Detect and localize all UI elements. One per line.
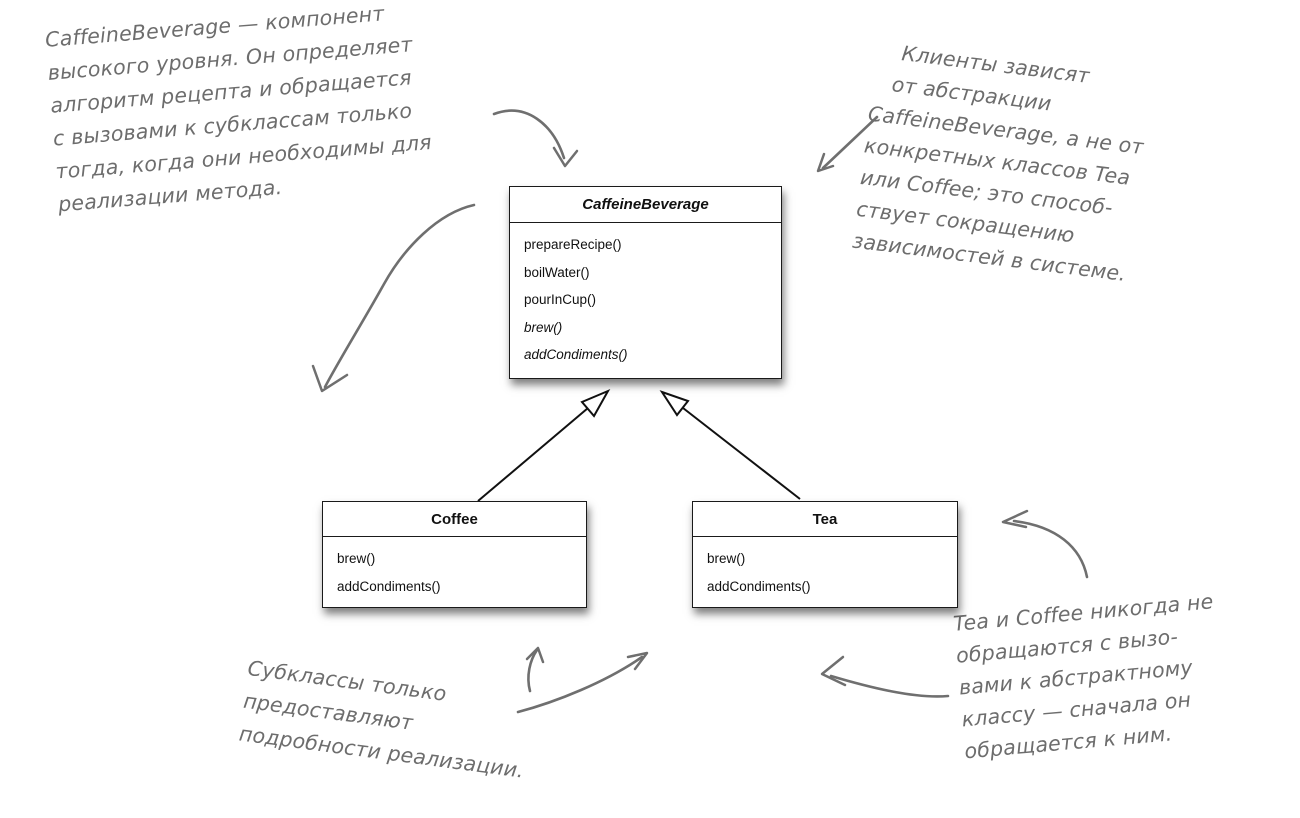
hand-arrow-topleft-to-class bbox=[492, 109, 579, 168]
class-methods-caffeinebeverage: prepareRecipe() boilWater() pourInCup() … bbox=[510, 223, 781, 369]
method-addCondiments-abstract: addCondiments() bbox=[524, 347, 628, 363]
method-brew: brew() bbox=[707, 551, 746, 567]
hand-arrow-up-to-coffee bbox=[525, 646, 545, 693]
method-brew-abstract: brew() bbox=[524, 319, 563, 335]
class-methods-coffee: brew() addCondiments() bbox=[323, 537, 586, 600]
method-prepareRecipe: prepareRecipe() bbox=[524, 237, 622, 253]
class-box-tea: Tea brew() addCondiments() bbox=[692, 501, 958, 608]
method-boilWater: boilWater() bbox=[524, 264, 590, 280]
annotation-top-right: Клиенты зависят от абстракции CaffeineBe… bbox=[851, 34, 1154, 290]
annotation-top-left: CaffeineBeverage — компонент высокого ур… bbox=[44, 0, 435, 221]
class-title-caffeinebeverage: CaffeineBeverage bbox=[510, 187, 781, 223]
hand-arrow-left-curve bbox=[311, 203, 476, 393]
class-title-coffee: Coffee bbox=[323, 502, 586, 537]
method-pourInCup: pourInCup() bbox=[524, 292, 597, 308]
hand-arrow-curve-up-right bbox=[516, 651, 649, 714]
hand-arrow-bottomright-left bbox=[820, 655, 950, 698]
inheritance-arrow-coffee bbox=[477, 388, 611, 502]
inheritance-arrow-tea bbox=[659, 390, 801, 500]
class-methods-tea: brew() addCondiments() bbox=[693, 537, 957, 600]
annotation-bottom-right: Tea и Coffee никогда не обращаются с выз… bbox=[952, 585, 1226, 767]
method-addCondiments: addCondiments() bbox=[707, 578, 811, 594]
class-box-coffee: Coffee brew() addCondiments() bbox=[322, 501, 587, 608]
hand-arrow-to-tea bbox=[1001, 509, 1089, 579]
method-addCondiments: addCondiments() bbox=[337, 578, 441, 594]
class-box-caffeinebeverage: CaffeineBeverage prepareRecipe() boilWat… bbox=[509, 186, 782, 379]
method-brew: brew() bbox=[337, 551, 376, 567]
hand-arrow-topright bbox=[816, 115, 879, 173]
class-title-tea: Tea bbox=[693, 502, 957, 537]
